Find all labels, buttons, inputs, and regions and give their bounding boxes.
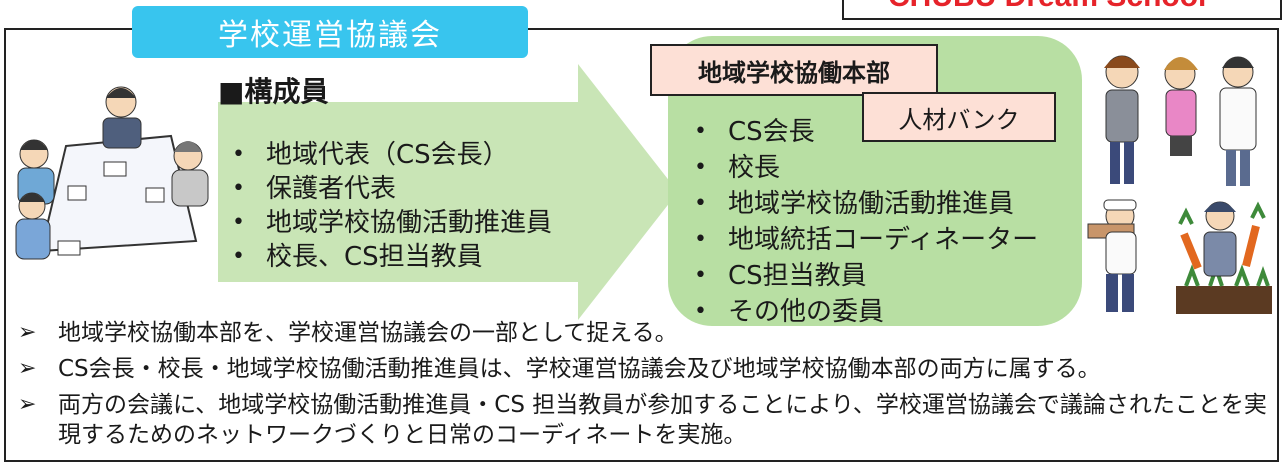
- honbu-members-list: CS会長 校長 地域学校協働活動推進員 地域統括コーディネーター CS担当教員 …: [684, 114, 1038, 330]
- list-item: 保護者代表: [222, 172, 552, 206]
- note-text: 両方の会議に、地域学校協働活動推進員・CS 担当教員が参加することにより、学校運…: [58, 392, 1267, 448]
- header-title: 学校運営協議会: [132, 6, 528, 58]
- workers-illustration: [1087, 199, 1272, 314]
- list-item: 校長: [684, 150, 1038, 186]
- note-text: 地域学校協働本部を、学校運営協議会の一部として捉える。: [58, 320, 678, 346]
- note-text: CS会長・校長・地域学校協働活動推進員は、学校運営協議会及び地域学校協働本部の両…: [58, 356, 1101, 382]
- note-item: ➢CS会長・校長・地域学校協働活動推進員は、学校運営協議会及び地域学校協働本部の…: [18, 356, 1101, 382]
- list-item: 地域学校協働活動推進員: [222, 206, 552, 240]
- members-list: 地域代表（CS会長） 保護者代表 地域学校協働活動推進員 校長、CS担当教員: [222, 138, 552, 274]
- list-item: CS担当教員: [684, 258, 1038, 294]
- list-item: CS会長: [684, 114, 1038, 150]
- honbu-title: 地域学校協働本部: [650, 44, 938, 96]
- list-item: 地域統括コーディネーター: [684, 222, 1038, 258]
- logo-box: CHUBU Dream School: [842, 0, 1282, 20]
- members-title: ■構成員: [218, 75, 329, 108]
- notes: ➢地域学校協働本部を、学校運営協議会の一部として捉える。 ➢CS会長・校長・地域…: [14, 318, 1274, 456]
- logo-text: CHUBU Dream School: [888, 0, 1206, 14]
- note-item: ➢両方の会議に、地域学校協働活動推進員・CS 担当教員が参加することにより、学校…: [18, 392, 1267, 448]
- list-item: 地域学校協働活動推進員: [684, 186, 1038, 222]
- list-item: 校長、CS担当教員: [222, 240, 552, 274]
- staff-illustration: [1104, 55, 1257, 186]
- list-item: 地域代表（CS会長）: [222, 138, 552, 172]
- note-item: ➢地域学校協働本部を、学校運営協議会の一部として捉える。: [18, 320, 678, 346]
- list-item: その他の委員: [684, 294, 1038, 330]
- meeting-illustration: [15, 86, 209, 260]
